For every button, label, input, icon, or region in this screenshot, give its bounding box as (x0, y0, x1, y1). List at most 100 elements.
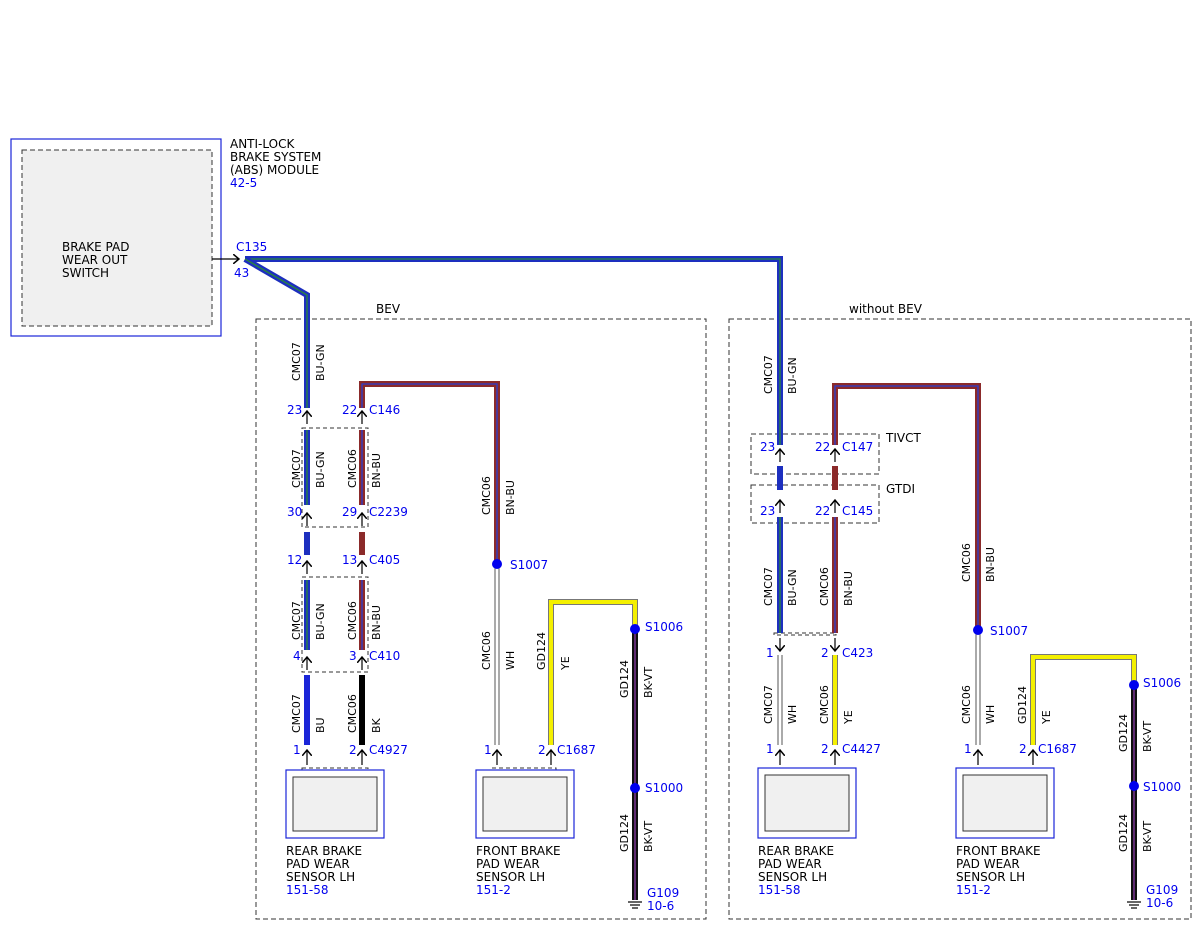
connector-c147[interactable]: C147 (842, 440, 873, 454)
abs-module[interactable] (10, 138, 222, 337)
wire-color-label: BU-GN (786, 357, 799, 394)
connector-c4427[interactable]: C4427 (842, 742, 881, 756)
pin-label: 1 (293, 743, 301, 757)
ground-icon (628, 901, 642, 909)
wire-color-label: BU-GN (786, 569, 799, 606)
wire-color-label: WH (786, 705, 799, 724)
splice-s1007-bev-label[interactable]: S1007 (510, 558, 548, 572)
ground-g109-nobev[interactable]: G109 (1146, 883, 1178, 897)
pin-label: 23 (760, 504, 775, 518)
bev-group-label: BEV (376, 302, 401, 316)
connector-c2239[interactable]: C2239 (369, 505, 408, 519)
wire-color-label: BN-BU (370, 605, 383, 640)
pin-label: 3 (349, 649, 357, 663)
wire-ye-nobev-front[interactable] (1030, 654, 1137, 745)
rear-sensor-nobev-label-1: REAR BRAKE (758, 844, 834, 858)
wire-bu-gn-bev-branch[interactable] (243, 256, 310, 408)
splice-s1007-nobev[interactable] (973, 625, 983, 635)
abs-module-ref-link[interactable]: 42-5 (230, 176, 257, 190)
pin-43: 43 (234, 266, 249, 280)
rear-sensor-nobev[interactable] (757, 767, 857, 839)
front-sensor-nobev-label-1: FRONT BRAKE (956, 844, 1041, 858)
circuit-label: GD124 (1117, 714, 1130, 752)
splice-s1000-nobev-label[interactable]: S1000 (1143, 780, 1181, 794)
circuit-label: CMC06 (960, 543, 973, 582)
pin-label: 2 (538, 743, 546, 757)
pin-label: 23 (287, 403, 302, 417)
pin-label: 22 (815, 440, 830, 454)
without-bev-group-label: without BEV (849, 302, 923, 316)
ground-g109-bev[interactable]: G109 (647, 886, 679, 900)
connector-bands (301, 427, 1037, 771)
connector-c4927[interactable]: C4927 (369, 743, 408, 757)
wire-ye-bev[interactable] (548, 599, 638, 745)
connector-c423[interactable]: C423 (842, 646, 873, 660)
connector-c135[interactable]: C135 (236, 240, 267, 254)
pin-label: 30 (287, 505, 302, 519)
bev-group-box (255, 318, 707, 920)
splice-s1000-bev-label[interactable]: S1000 (645, 781, 683, 795)
rear-sensor-bev-ref[interactable]: 151-58 (286, 883, 329, 897)
connector-c145[interactable]: C145 (842, 504, 873, 518)
pin-label: 2 (349, 743, 357, 757)
splice-s1006-bev-label[interactable]: S1006 (645, 620, 683, 634)
wire-bu-gn-main[interactable] (245, 256, 783, 445)
front-sensor-nobev-label-3: SENSOR LH (956, 870, 1025, 884)
pin-label: 1 (484, 743, 492, 757)
connector-c146[interactable]: C146 (369, 403, 400, 417)
front-sensor-nobev-ref[interactable]: 151-2 (956, 883, 991, 897)
ground-ref-nobev[interactable]: 10-6 (1146, 896, 1173, 910)
pin-label: 23 (760, 440, 775, 454)
connector-c405[interactable]: C405 (369, 553, 400, 567)
tivct-option-box (750, 433, 880, 475)
connector-c1687-bev[interactable]: C1687 (557, 743, 596, 757)
circuit-label: GD124 (618, 814, 631, 852)
rear-sensor-nobev-ref[interactable]: 151-58 (758, 883, 801, 897)
wire-bn-bu-nobev-top[interactable] (832, 383, 981, 628)
circuit-label: CMC06 (818, 567, 831, 606)
circuit-label: GD124 (535, 632, 548, 670)
splice-s1000-nobev[interactable] (1129, 781, 1139, 791)
splice-s1006-nobev-label[interactable]: S1006 (1143, 676, 1181, 690)
wire-color-label: BU-GN (314, 603, 327, 640)
pin-label: 2 (1019, 742, 1027, 756)
wire-color-label: BK-VT (642, 667, 655, 698)
pin-label: 13 (342, 553, 357, 567)
abs-module-name-2: BRAKE SYSTEM (230, 150, 321, 164)
pin-label: 2 (821, 742, 829, 756)
splice-s1007-bev[interactable] (492, 559, 502, 569)
front-sensor-bev-label-3: SENSOR LH (476, 870, 545, 884)
without-bev-group-box (728, 318, 1192, 920)
wire-color-label: BN-BU (504, 480, 517, 515)
pin-label: 4 (293, 649, 301, 663)
pin-label: 1 (964, 742, 972, 756)
connector-c1687-nobev[interactable]: C1687 (1038, 742, 1077, 756)
circuit-label: CMC07 (762, 685, 775, 724)
switch-label-3: SWITCH (62, 266, 109, 280)
rear-sensor-nobev-label-3: SENSOR LH (758, 870, 827, 884)
splice-s1007-nobev-label[interactable]: S1007 (990, 624, 1028, 638)
front-sensor-nobev-label-2: PAD WEAR (956, 857, 1020, 871)
rear-sensor-bev-label-2: PAD WEAR (286, 857, 350, 871)
gtdi-label: GTDI (886, 482, 915, 496)
rear-sensor-bev[interactable] (285, 769, 385, 839)
splice-s1006-bev[interactable] (630, 624, 640, 634)
pin-label: 1 (766, 646, 774, 660)
wire-color-label: YE (842, 710, 855, 725)
wire-color-label: BK-VT (642, 821, 655, 852)
front-sensor-bev-label-1: FRONT BRAKE (476, 844, 561, 858)
front-sensor-bev-ref[interactable]: 151-2 (476, 883, 511, 897)
splice-s1000-bev[interactable] (630, 783, 640, 793)
circuit-label: CMC07 (290, 601, 303, 640)
wire-bn-bu-bev-top[interactable] (359, 381, 500, 562)
pin-label: 22 (815, 504, 830, 518)
front-sensor-bev[interactable] (475, 769, 575, 839)
ground-ref-bev[interactable]: 10-6 (647, 899, 674, 913)
circuit-label: CMC06 (818, 685, 831, 724)
front-sensor-nobev[interactable] (955, 767, 1055, 839)
splice-s1006-nobev[interactable] (1129, 680, 1139, 690)
connector-c410[interactable]: C410 (369, 649, 400, 663)
circuit-label: GD124 (1016, 686, 1029, 724)
wire-color-label: YE (1040, 710, 1053, 725)
